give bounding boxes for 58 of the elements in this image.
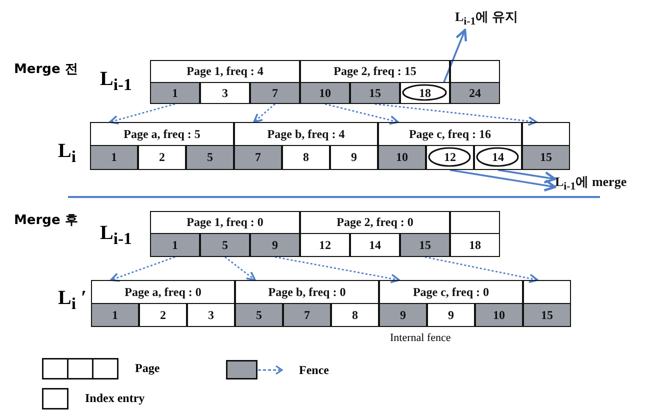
fence-entry: 1 — [90, 145, 138, 170]
fence-entry: 7 — [234, 145, 282, 170]
level-label: L$_{i-1}$ — [100, 222, 132, 249]
fence-entry: 9 — [379, 303, 427, 327]
arrow — [443, 28, 468, 82]
dashed-arrow — [109, 103, 176, 125]
fence-entry: 5 — [200, 233, 250, 257]
dashed-arrow — [424, 256, 538, 284]
index-entry: 8 — [331, 303, 379, 327]
dashed-arrow — [274, 256, 400, 284]
legend-text: Index entry — [85, 391, 145, 406]
legend-text: Page — [135, 361, 160, 376]
dashed-arrow — [253, 103, 276, 123]
section-heading: Merge 후 — [14, 212, 78, 229]
index-entry: 2 — [138, 145, 186, 170]
fence-entry: 15 — [522, 145, 570, 170]
fence-entry: 5 — [186, 145, 234, 170]
index-entry: 18 — [450, 233, 500, 257]
section-heading: Merge 전 — [14, 61, 78, 78]
circled-index-entry: 14 — [474, 145, 522, 170]
fence-entry: 7 — [283, 303, 331, 327]
fence-entry: 10 — [475, 303, 523, 327]
arrow-target-label: L$_{i-1}$에 유지 — [455, 6, 565, 30]
arrow — [498, 169, 556, 184]
fence-entry: 1 — [91, 303, 139, 327]
index-entry: 12 — [300, 233, 350, 257]
arrow-target-label: L$_{i-1}$에 merge — [555, 172, 660, 194]
level-label: L$_{i}$ — [58, 140, 76, 167]
fence-entry: 7 — [250, 82, 300, 104]
index-entry: 2 — [139, 303, 187, 327]
dashed-arrow — [324, 103, 399, 125]
legend-text: Fence — [299, 363, 329, 378]
dashed-arrow — [224, 256, 256, 281]
dashed-arrow — [110, 256, 176, 282]
index-entry: 3 — [187, 303, 235, 327]
fence-entry: 24 — [450, 82, 500, 104]
fence-entry: 10 — [378, 145, 426, 170]
circled-index-entry: 12 — [426, 145, 474, 170]
annotation-text: Internal fence — [390, 332, 451, 344]
fence-entry: 1 — [150, 233, 200, 257]
arrow — [450, 169, 556, 192]
fence-entry: 15 — [523, 303, 571, 327]
index-entry: 8 — [282, 145, 330, 170]
index-entry: 14 — [350, 233, 400, 257]
index-entry: 3 — [200, 82, 250, 104]
index-entry: 9 — [427, 303, 475, 327]
circled-index-entry: 18 — [400, 82, 450, 104]
fence-entry: 15 — [400, 233, 450, 257]
dashed-arrow — [374, 103, 538, 126]
empty-page-header — [450, 211, 500, 234]
fence-entry: 5 — [235, 303, 283, 327]
level-label: L$_{i}$ ′ — [58, 287, 87, 314]
fence-entry: 15 — [350, 82, 400, 104]
fence-entry: 9 — [250, 233, 300, 257]
fence-entry: 1 — [150, 82, 200, 104]
level-label: L$_{i-1}$ — [100, 68, 132, 95]
fence-entry: 10 — [300, 82, 350, 104]
index-entry: 9 — [330, 145, 378, 170]
